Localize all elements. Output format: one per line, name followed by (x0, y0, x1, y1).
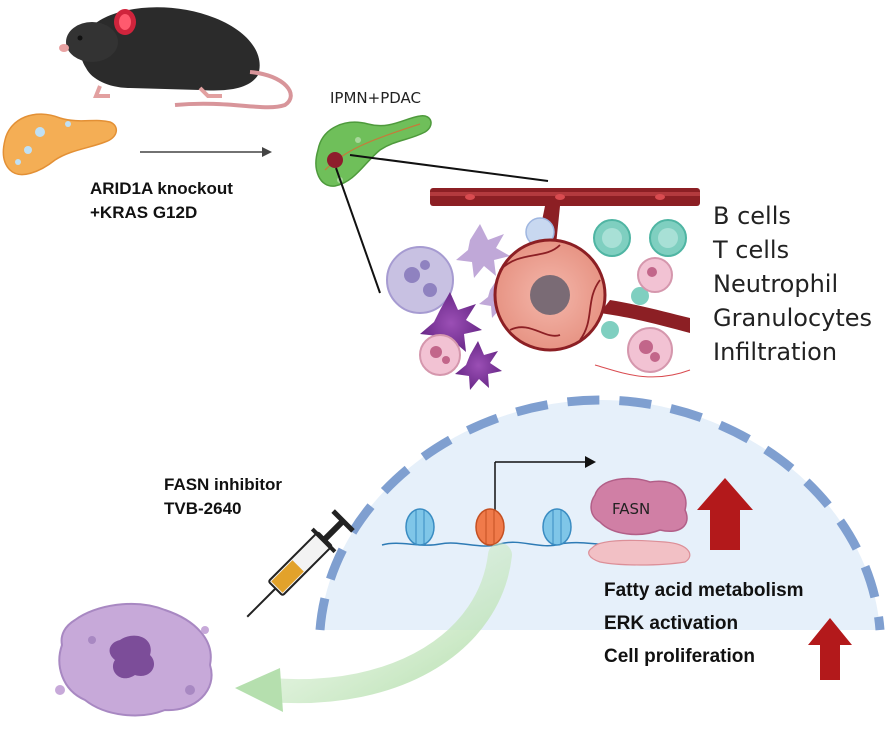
arid1a-label-line1: ARID1A knockout (90, 179, 233, 198)
zoom-line-top (349, 154, 549, 182)
infiltration-list: B cells T cells Neutrophil Granulocytes … (712, 202, 872, 366)
infiltration-item: T cells (712, 236, 789, 264)
upregulation-arrow-large (697, 478, 753, 550)
inhibitor-label-line1: FASN inhibitor (164, 475, 282, 494)
arrow-knockout (140, 147, 272, 157)
upregulation-arrow-small (808, 618, 852, 680)
infiltration-item: Neutrophil (713, 270, 838, 298)
outcome-item: Cell proliferation (604, 646, 755, 667)
diseased-pancreas-icon (315, 115, 432, 187)
syringe-icon (246, 509, 355, 618)
ipmn-pdac-label: IPMN+PDAC (330, 89, 421, 107)
dna-nucleosome-icon (381, 508, 616, 547)
fasn-protein-icon: FASN (588, 477, 691, 566)
outcome-item: ERK activation (604, 613, 738, 634)
mouse-icon (59, 7, 293, 110)
transcription-arrow (494, 456, 596, 510)
tumor-microenvironment-icon (386, 188, 700, 390)
infiltration-item: B cells (713, 202, 791, 230)
inhibitor-label-line2: TVB-2640 (164, 499, 241, 518)
infiltration-item: Granulocytes (713, 304, 872, 332)
dying-cell-icon (55, 603, 213, 717)
fasn-label: FASN (612, 500, 650, 518)
arid1a-label-line2: +KRAS G12D (90, 203, 197, 222)
zoom-line-bottom (335, 167, 381, 294)
outcome-list: Fatty acid metabolism ERK activation Cel… (604, 580, 804, 667)
inhibition-arrow (235, 543, 512, 712)
pancreas-icon (2, 113, 117, 176)
infiltration-item: Infiltration (713, 338, 837, 366)
outcome-item: Fatty acid metabolism (604, 580, 804, 601)
